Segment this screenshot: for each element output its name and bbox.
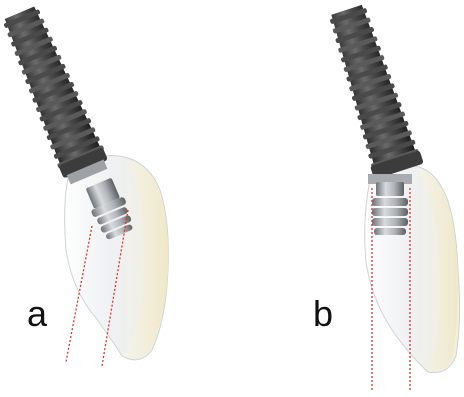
implant-b xyxy=(322,2,424,180)
panel-a xyxy=(0,3,168,366)
implant-a xyxy=(0,3,112,186)
panel-label-a: a xyxy=(27,296,47,332)
abutment-b xyxy=(368,174,412,235)
panel-b xyxy=(322,2,460,392)
panel-label-b: b xyxy=(313,296,333,332)
